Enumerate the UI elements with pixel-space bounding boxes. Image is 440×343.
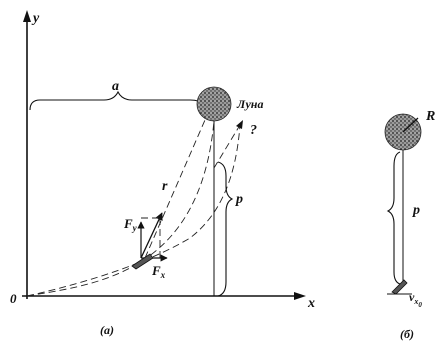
- moon-body: [196, 86, 232, 122]
- distance-p-label-left: p: [235, 192, 243, 207]
- x-axis-arrow: [294, 292, 306, 300]
- radius-vector-line: [144, 119, 206, 259]
- force-y-label: Fy: [123, 216, 138, 233]
- x-axis-label: x: [307, 296, 315, 311]
- force-x-label: Fx: [151, 263, 166, 280]
- panel-b: R p vx0 (б): [384, 109, 435, 341]
- radius-R-line: [402, 117, 419, 133]
- trajectory-outer: [26, 124, 241, 297]
- trajectory-connector: [213, 124, 241, 169]
- projectile-body: [131, 253, 154, 270]
- distance-a-label: a: [112, 79, 119, 94]
- distance-p-label-right: p: [412, 203, 420, 218]
- y-axis-label: y: [31, 11, 40, 26]
- distance-p-brace-left: [217, 161, 234, 297]
- trajectory-arrow: [236, 120, 243, 129]
- caption-b: (б): [400, 327, 414, 341]
- distance-p-brace-right: [386, 151, 401, 285]
- radius-R-label: R: [425, 109, 435, 124]
- distance-a-brace: [29, 90, 201, 111]
- origin-label: 0: [10, 291, 17, 306]
- question-mark: ?: [250, 123, 257, 138]
- trajectory-inner: [26, 120, 215, 297]
- panel-a: y x 0 a Луна ? r p: [10, 10, 315, 337]
- launcher-body: [391, 279, 408, 295]
- velocity-label: vx0: [409, 290, 422, 309]
- radius-vector-label: r: [162, 179, 168, 194]
- caption-a: (a): [100, 323, 114, 337]
- y-axis-arrow: [23, 10, 31, 22]
- force-resultant-vector: [140, 212, 163, 259]
- moon-label: Луна: [236, 97, 263, 111]
